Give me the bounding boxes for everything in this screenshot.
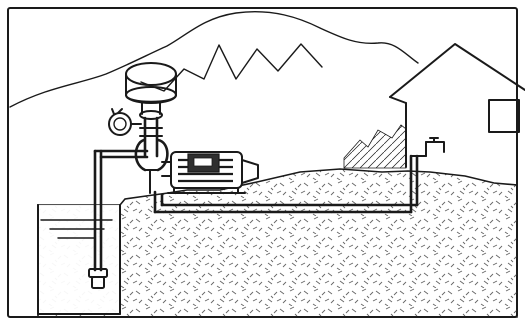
well-icon [37, 204, 121, 315]
faucet-icon [410, 137, 445, 157]
mountain-inner-ridge [140, 43, 323, 92]
pipe-icon [153, 154, 419, 214]
mountain-icon [9, 10, 419, 108]
pump-icon [134, 116, 169, 194]
house-icon [343, 43, 525, 169]
pressure-tank-icon [125, 62, 177, 120]
suction-pipe [88, 149, 149, 289]
motor-icon [167, 151, 259, 194]
pressure-switch-icon [108, 108, 142, 136]
